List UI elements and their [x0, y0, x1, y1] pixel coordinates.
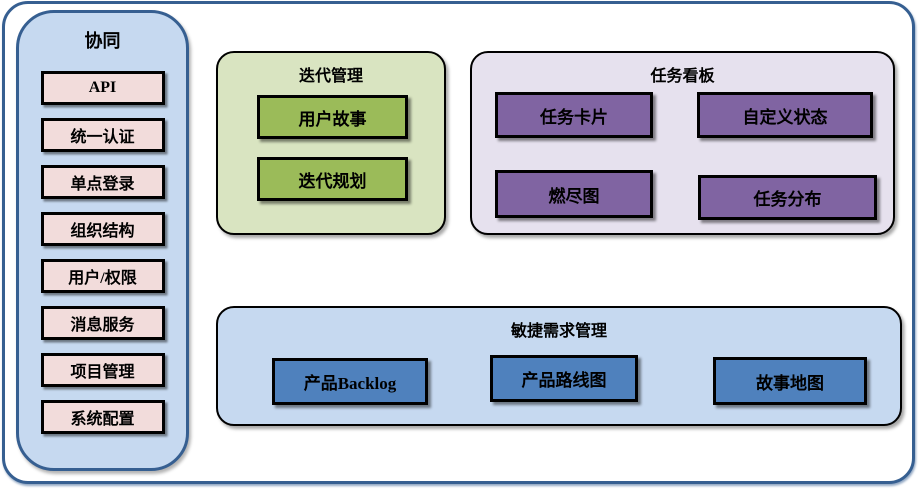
sidebar-item-org-structure: 组织结构	[40, 212, 165, 246]
box-product-backlog: 产品Backlog	[272, 358, 428, 405]
collaboration-panel: 协同 API 统一认证 单点登录 组织结构 用户/权限 消息服务 项目管理 系统…	[16, 10, 189, 471]
sidebar-item-unified-auth: 统一认证	[40, 118, 165, 152]
box-task-card: 任务卡片	[495, 92, 653, 138]
box-iteration-planning: 迭代规划	[257, 157, 408, 201]
box-product-roadmap: 产品路线图	[490, 355, 638, 402]
box-story-map: 故事地图	[713, 357, 867, 405]
box-custom-status: 自定义状态	[697, 92, 873, 138]
collaboration-item-list: API 统一认证 单点登录 组织结构 用户/权限 消息服务 项目管理 系统配置	[19, 71, 186, 434]
collaboration-panel-title: 协同	[84, 31, 121, 51]
box-user-story: 用户故事	[257, 95, 408, 139]
iteration-management-section: 迭代管理 用户故事 迭代规划	[216, 51, 446, 235]
sidebar-item-project-management: 项目管理	[40, 353, 165, 387]
sidebar-item-sso: 单点登录	[40, 165, 165, 199]
sidebar-item-api: API	[40, 71, 165, 105]
sidebar-item-system-config: 系统配置	[40, 400, 165, 434]
iteration-management-title: 迭代管理	[298, 68, 363, 85]
task-board-title: 任务看板	[650, 68, 715, 85]
diagram-canvas: 协同 API 统一认证 单点登录 组织结构 用户/权限 消息服务 项目管理 系统…	[2, 1, 915, 484]
box-task-distribution: 任务分布	[698, 175, 877, 220]
box-burndown-chart: 燃尽图	[495, 170, 653, 218]
agile-requirements-section: 敏捷需求管理 产品Backlog 产品路线图 故事地图	[216, 306, 902, 426]
sidebar-item-message-service: 消息服务	[40, 306, 165, 340]
sidebar-item-user-permissions: 用户/权限	[40, 259, 165, 293]
task-board-section: 任务看板 任务卡片 自定义状态 燃尽图 任务分布	[470, 51, 895, 235]
agile-requirements-title: 敏捷需求管理	[510, 323, 607, 340]
